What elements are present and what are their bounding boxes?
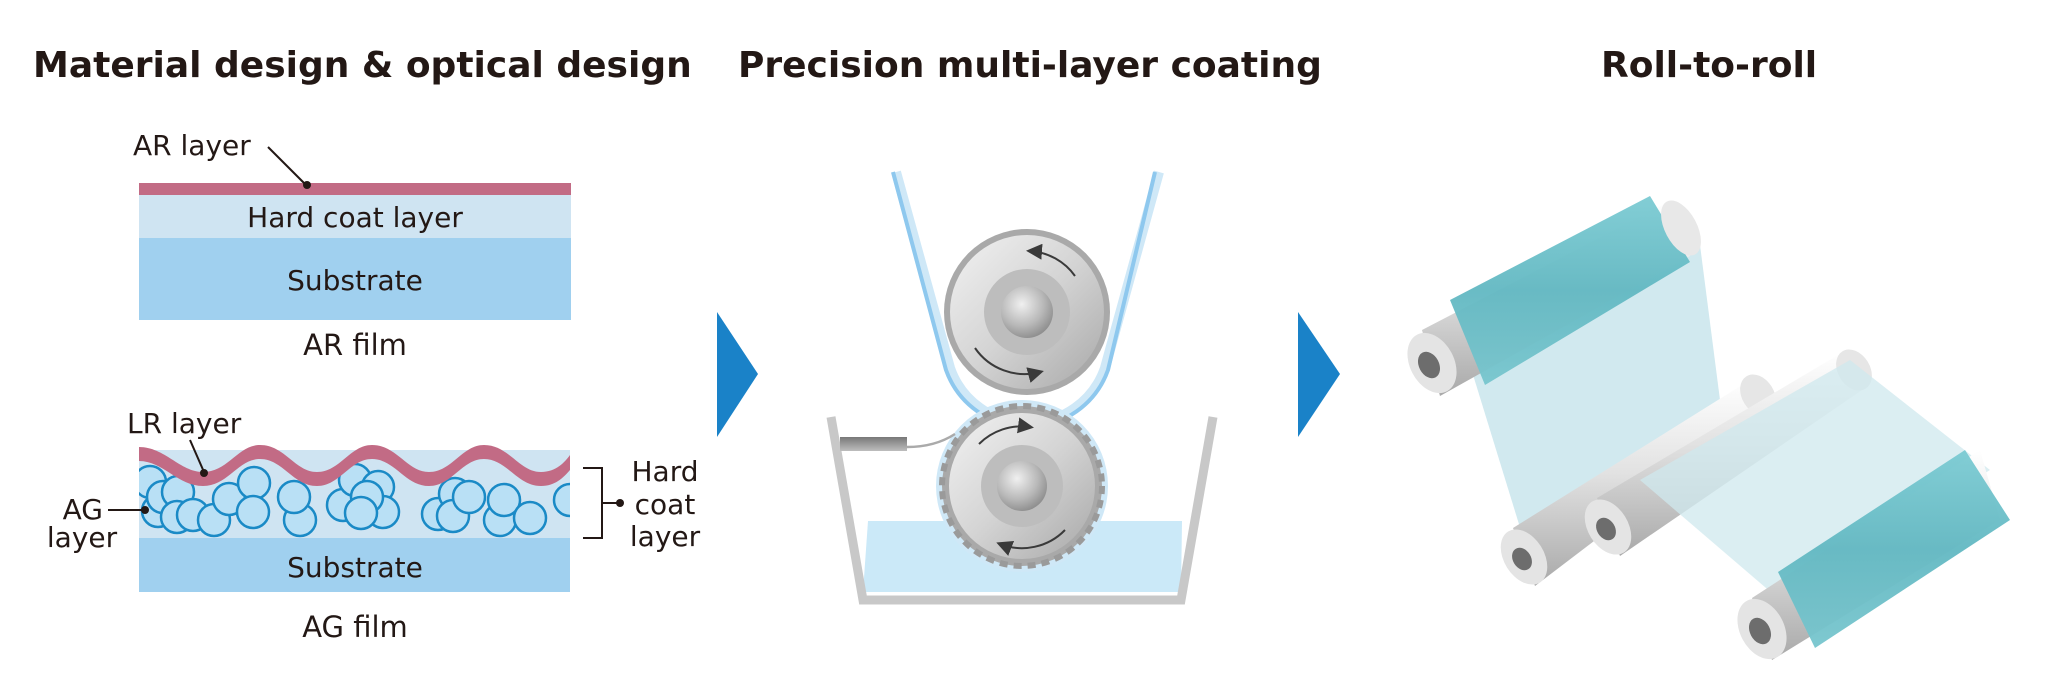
hard-coat-bracket-dot xyxy=(616,499,624,507)
ar-hard-coat-band xyxy=(139,195,571,238)
ag-hard-coat-label-line2: coat xyxy=(635,488,696,521)
lr-layer-leader-dot xyxy=(200,469,208,477)
coating-tank xyxy=(826,416,1218,605)
rotation-arrow-icon xyxy=(974,347,1044,383)
lr-layer-leader-line xyxy=(189,439,205,473)
ag-layer-label-line2: layer xyxy=(47,521,118,554)
top-roller xyxy=(944,229,1110,395)
section-title-precision-coating: Precision multi-layer coating xyxy=(738,45,1322,86)
ar-layer-band xyxy=(139,183,571,195)
rotation-arrow-icon xyxy=(978,417,1034,445)
roll-to-roll-diagram xyxy=(1407,196,2010,660)
ag-substrate-band xyxy=(139,538,570,592)
rotation-arrow-icon xyxy=(1026,243,1076,277)
lr-layer-wave xyxy=(139,445,570,486)
doctor-blade xyxy=(840,437,907,451)
film-web-lower xyxy=(1640,360,1990,600)
ar-layer-leader-line xyxy=(267,146,307,186)
rotation-arrow-icon xyxy=(996,529,1066,556)
ag-layer-leader-dot xyxy=(141,506,149,514)
ag-hard-coat-label-line1: Hard xyxy=(631,455,698,488)
ag-layer-label-line1: AG xyxy=(63,493,103,526)
coating-diagram xyxy=(826,170,1218,605)
section-title-material-design: Material design & optical design xyxy=(33,45,692,86)
hard-coat-bracket xyxy=(583,467,618,539)
ar-layer-leader-dot xyxy=(303,181,311,189)
ag-film-caption: AG film xyxy=(302,610,408,644)
ag-film-diagram: LR layer AG layer Hard coat layer Substr… xyxy=(47,407,701,644)
section-title-roll-to-roll: Roll-to-roll xyxy=(1601,45,1817,86)
rewind-roll xyxy=(1737,450,2010,660)
doctor-blade-tip xyxy=(906,432,956,449)
ar-film-diagram: AR layer Hard coat layer Substrate AR fi… xyxy=(133,129,571,362)
gravure-roller xyxy=(936,400,1108,572)
flow-arrow-1-icon xyxy=(717,312,758,437)
unwind-roll xyxy=(1407,196,1701,396)
ag-hard-coat-label-line3: layer xyxy=(630,520,701,553)
ar-substrate-label: Substrate xyxy=(287,264,423,297)
ar-layer-label: AR layer xyxy=(133,129,251,162)
ag-particles xyxy=(139,462,570,538)
lr-layer-label: LR layer xyxy=(127,407,242,440)
ar-hard-coat-label: Hard coat layer xyxy=(247,201,463,234)
film-web-upper xyxy=(1470,245,1720,560)
ar-substrate-band xyxy=(139,238,571,320)
flow-arrow-2-icon xyxy=(1298,312,1340,437)
ag-substrate-label: Substrate xyxy=(287,551,423,584)
ar-film-caption: AR film xyxy=(303,328,407,362)
